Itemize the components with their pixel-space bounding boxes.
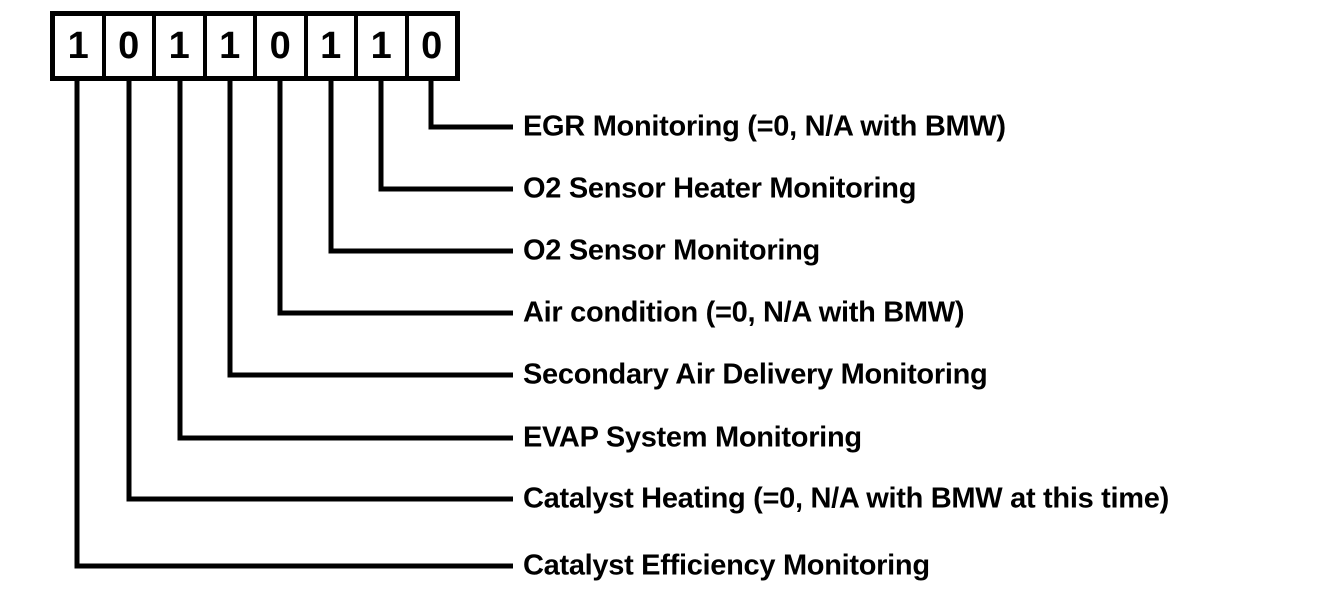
bit-value-2: 0 (118, 25, 140, 67)
bit-cell-8: 0 (404, 16, 456, 76)
bit-value-3: 1 (168, 25, 190, 67)
connector-line-bit1 (74, 78, 513, 569)
bit-cell-4: 1 (202, 16, 254, 76)
connector-line-bit2 (126, 78, 513, 502)
bit-value-6: 1 (320, 25, 342, 67)
label-o2-sensor-monitoring: O2 Sensor Monitoring (523, 234, 820, 267)
connector-line-bit7 (378, 78, 513, 192)
connector-line-bit3 (177, 78, 513, 441)
bit-cell-1: 1 (55, 16, 102, 76)
bit-cell-6: 1 (303, 16, 355, 76)
connector-line-bit5 (277, 78, 513, 316)
label-air-condition: Air condition (=0, N/A with BMW) (523, 296, 965, 329)
connector-line-bit8 (428, 78, 513, 130)
connector-line-bit6 (328, 78, 513, 254)
bit-cell-2: 0 (101, 16, 153, 76)
label-catalyst-heating: Catalyst Heating (=0, N/A with BMW at th… (523, 482, 1169, 515)
byte-box: 1 0 1 1 0 1 1 0 (50, 11, 460, 81)
bit-value-5: 0 (269, 25, 291, 67)
label-egr-monitoring: EGR Monitoring (=0, N/A with BMW) (523, 110, 1006, 143)
bit-cell-3: 1 (152, 16, 203, 76)
bit-value-8: 0 (421, 25, 443, 67)
bit-value-7: 1 (370, 25, 392, 67)
label-evap-system-monitoring: EVAP System Monitoring (523, 421, 862, 454)
bit-value-1: 1 (67, 25, 89, 67)
bit-cell-5: 0 (253, 16, 304, 76)
label-catalyst-efficiency-monitoring: Catalyst Efficiency Monitoring (523, 549, 930, 582)
label-secondary-air-delivery-monitoring: Secondary Air Delivery Monitoring (523, 358, 988, 391)
bit-value-4: 1 (219, 25, 241, 67)
label-o2-sensor-heater-monitoring: O2 Sensor Heater Monitoring (523, 172, 917, 205)
bit-cell-7: 1 (354, 16, 405, 76)
connector-line-bit4 (227, 78, 513, 378)
